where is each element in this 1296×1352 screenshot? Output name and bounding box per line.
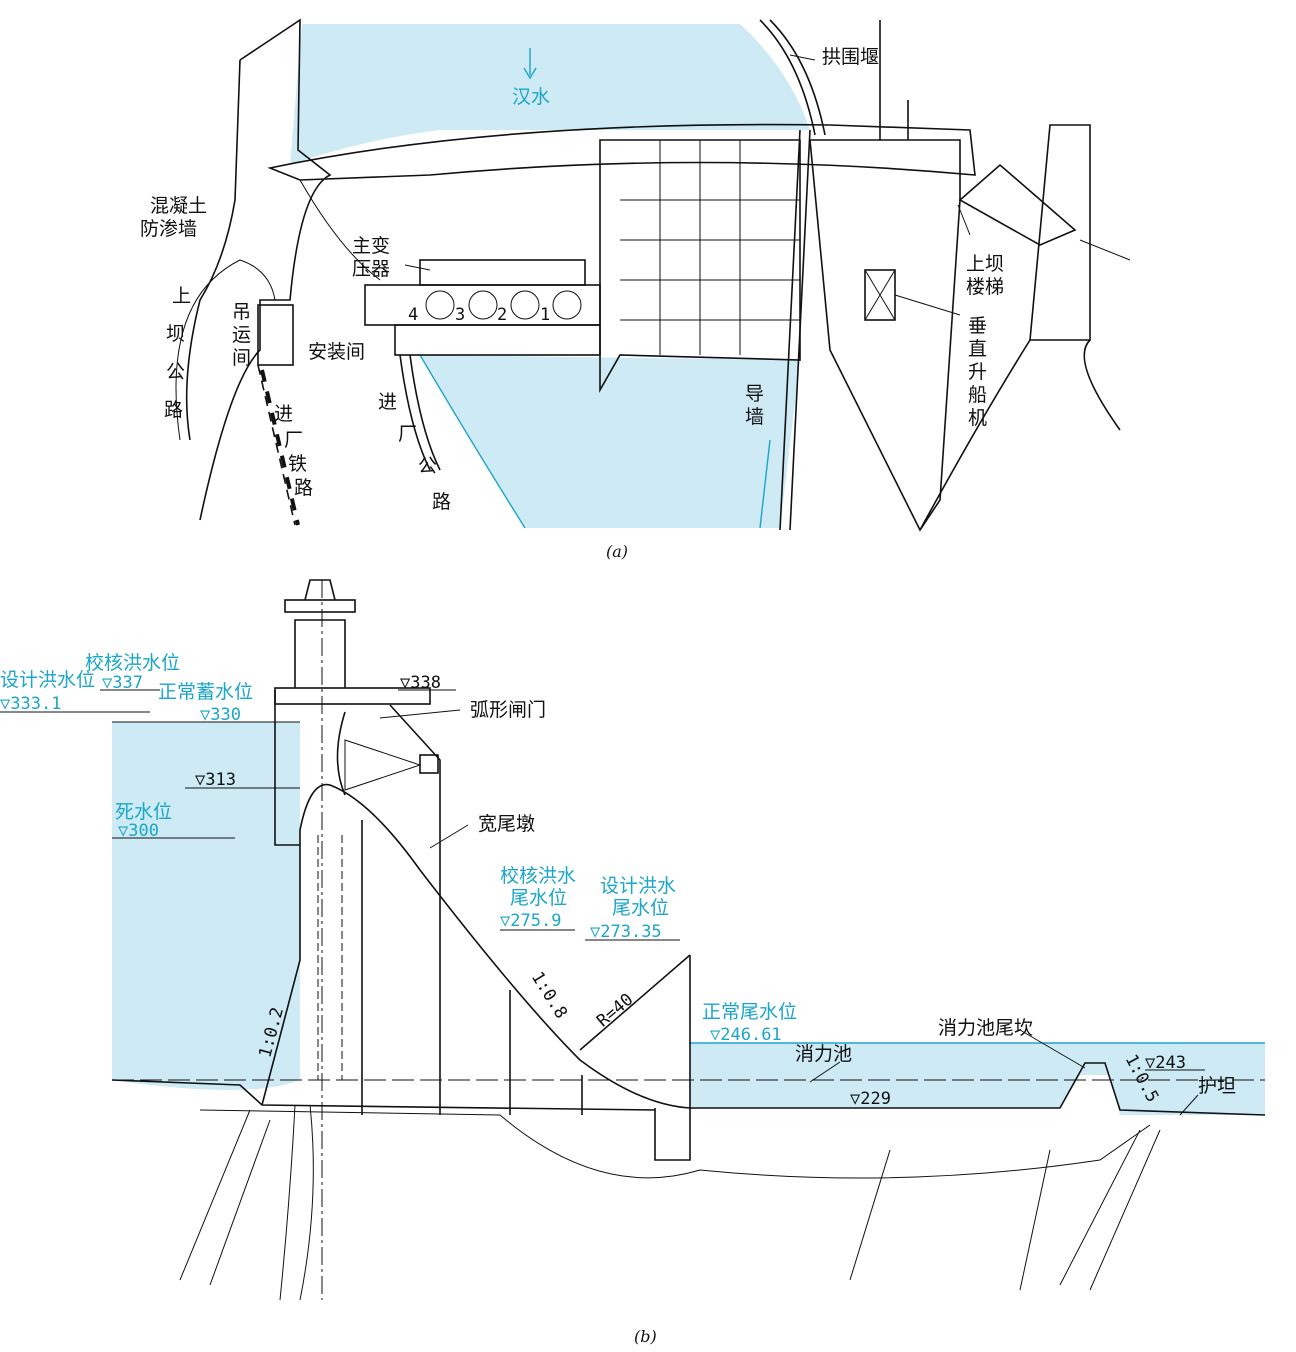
tail-water	[690, 1043, 1265, 1115]
guide-wall-label-2: 墙	[745, 406, 764, 428]
seepage-wall-label-2: 防渗墙	[140, 218, 197, 240]
elev-313-value: ▽313	[195, 770, 236, 790]
normal-tail-num: 246.61	[720, 1025, 781, 1045]
plant-road-label-1: 进	[378, 391, 397, 413]
check-flood-value: ▽337	[102, 673, 143, 693]
ship-lift-label-3: 升	[968, 361, 987, 383]
design-tail-label-1: 设计洪水	[600, 875, 676, 897]
design-flood-num: 333.1	[10, 694, 61, 714]
ship-lift-label-1: 垂	[968, 315, 987, 337]
check-tail-value: ▽275.9	[500, 911, 561, 931]
ship-lift-label-5: 机	[968, 407, 987, 429]
river-label: 汉水	[512, 86, 550, 108]
seepage-wall-label-1: 混凝土	[150, 195, 207, 217]
unit-label-3: 3	[455, 305, 465, 325]
elev-313-num: 313	[205, 770, 236, 790]
railway-label-3: 铁	[288, 453, 307, 475]
caption-b: (b)	[634, 1327, 657, 1346]
plant-road-label-2: 厂	[398, 423, 417, 445]
radius-label: R=40	[593, 990, 637, 1032]
end-sill-label: 消力池尾坎	[938, 1017, 1033, 1039]
downstream-water	[420, 355, 800, 528]
turbine-units	[425, 290, 582, 320]
crest-value: ▽338	[400, 673, 441, 693]
dead-level-num: 300	[128, 821, 159, 841]
ship-lift-label-4: 船	[968, 384, 987, 406]
upper-road-label-4: 路	[164, 399, 183, 421]
design-flood-label: 设计洪水位	[0, 669, 95, 691]
installation-bay-label: 安装间	[308, 341, 365, 363]
hoist-room-label-2: 运	[232, 324, 251, 346]
design-tail-num: 273.35	[600, 922, 661, 942]
check-flood-label: 校核洪水位	[85, 652, 180, 674]
crest-num: 338	[410, 673, 441, 693]
reservoir-water	[112, 722, 300, 1090]
guide-wall-label-1: 导	[745, 383, 764, 405]
normal-pool-label: 正常蓄水位	[158, 681, 253, 703]
upstream-water	[290, 24, 810, 165]
upper-road-label-2: 坝	[166, 323, 185, 345]
apron-label: 护坦	[1198, 1075, 1236, 1097]
plant-road-label-4: 路	[432, 491, 451, 513]
elev-243-num: 243	[1155, 1053, 1186, 1073]
design-tail-label-2: 尾水位	[612, 897, 669, 919]
normal-pool-num: 330	[210, 705, 241, 725]
cofferdam-label: 拱围堰	[822, 46, 879, 68]
design-tail-value: ▽273.35	[590, 922, 662, 942]
check-tail-num: 275.9	[510, 911, 561, 931]
hoist-room-label-1: 吊	[232, 301, 251, 323]
unit-label-1: 1	[540, 305, 550, 325]
check-tail-label-2: 尾水位	[510, 887, 567, 909]
section-view: 设计洪水位 ▽333.1 校核洪水位 ▽337 正常蓄水位 ▽330 ▽338 …	[0, 579, 1266, 1346]
plan-view: 汉水 拱围堰 混凝土 防渗墙 主变 压器 吊 运 间 安装间 上 坝 公 路 进…	[140, 18, 1131, 561]
transformer-label-2: 压器	[352, 258, 390, 280]
dead-level-label: 死水位	[115, 801, 172, 823]
elev-229-value: ▽229	[850, 1089, 891, 1109]
plant-road-label-3: 公	[418, 455, 437, 477]
railway-label-4: 路	[294, 477, 313, 499]
radial-gate-label: 弧形闸门	[470, 699, 546, 721]
normal-tail-value: ▽246.61	[710, 1025, 782, 1045]
slope-08-label: 1:0.8	[527, 968, 571, 1022]
check-flood-num: 337	[112, 673, 143, 693]
check-tail-label-1: 校核洪水	[500, 865, 576, 887]
dead-level-value: ▽300	[118, 821, 159, 841]
stairs-label-1: 上坝	[966, 253, 1004, 275]
upper-road-label-1: 上	[172, 285, 191, 307]
elev-243-value: ▽243	[1145, 1053, 1186, 1073]
wide-pier-label: 宽尾墩	[478, 813, 535, 835]
design-flood-value: ▽333.1	[0, 694, 61, 714]
caption-a: (a)	[606, 542, 628, 561]
normal-tail-label: 正常尾水位	[702, 1001, 797, 1023]
upper-road-label-3: 公	[166, 361, 185, 383]
ship-lift-label-2: 直	[968, 338, 987, 360]
stairs-label-2: 楼梯	[966, 276, 1004, 298]
hoist-room-label-3: 间	[232, 347, 251, 369]
elev-229-num: 229	[860, 1089, 891, 1109]
transformer-label-1: 主变	[352, 235, 390, 257]
stilling-basin-label: 消力池	[795, 1043, 852, 1065]
unit-label-2: 2	[497, 305, 507, 325]
railway-label-1: 进	[274, 403, 293, 425]
normal-pool-value: ▽330	[200, 705, 241, 725]
railway-label-2: 厂	[284, 429, 303, 451]
unit-label-4: 4	[408, 305, 418, 325]
